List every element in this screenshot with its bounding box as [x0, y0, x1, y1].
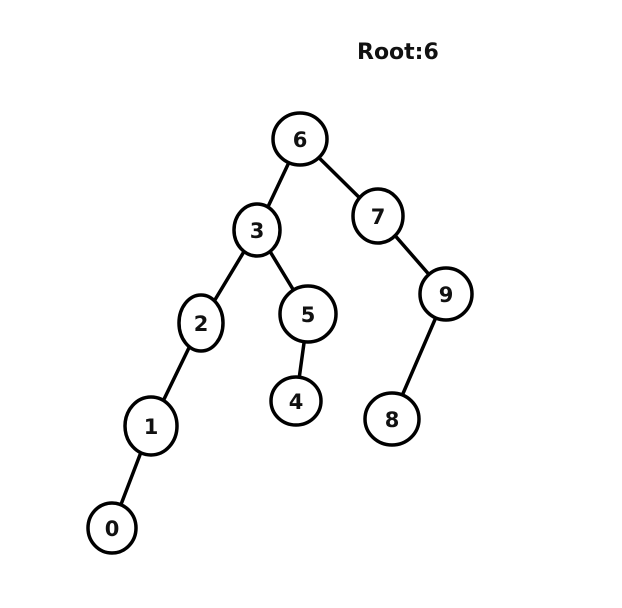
node-3: 3 — [232, 202, 282, 258]
node-1: 1 — [123, 395, 179, 457]
node-label-5: 5 — [301, 303, 316, 327]
node-0: 0 — [86, 501, 138, 555]
node-label-4: 4 — [289, 390, 304, 414]
node-circle-4 — [269, 375, 323, 427]
node-circle-5 — [278, 284, 338, 344]
node-label-6: 6 — [293, 128, 308, 152]
node-circle-7 — [351, 187, 405, 245]
node-6: 6 — [271, 111, 329, 167]
node-label-7: 7 — [371, 205, 386, 229]
node-7: 7 — [351, 187, 405, 245]
node-4: 4 — [269, 375, 323, 427]
node-9: 9 — [418, 266, 474, 322]
node-label-0: 0 — [105, 517, 120, 541]
node-label-1: 1 — [144, 415, 159, 439]
node-2: 2 — [177, 293, 225, 353]
node-circle-2 — [177, 293, 225, 353]
node-circle-0 — [86, 501, 138, 555]
nodes-layer: 6 3 7 2 5 9 1 4 8 0 — [86, 111, 474, 555]
node-label-9: 9 — [439, 283, 454, 307]
node-circle-9 — [418, 266, 474, 322]
root-label: Root:6 — [357, 40, 439, 65]
node-circle-8 — [363, 391, 421, 447]
node-circle-1 — [123, 395, 179, 457]
node-label-3: 3 — [250, 219, 265, 243]
node-circle-3 — [232, 202, 282, 258]
node-label-2: 2 — [194, 312, 209, 336]
node-circle-6 — [271, 111, 329, 167]
node-label-8: 8 — [385, 408, 400, 432]
node-8: 8 — [363, 391, 421, 447]
node-5: 5 — [278, 284, 338, 344]
